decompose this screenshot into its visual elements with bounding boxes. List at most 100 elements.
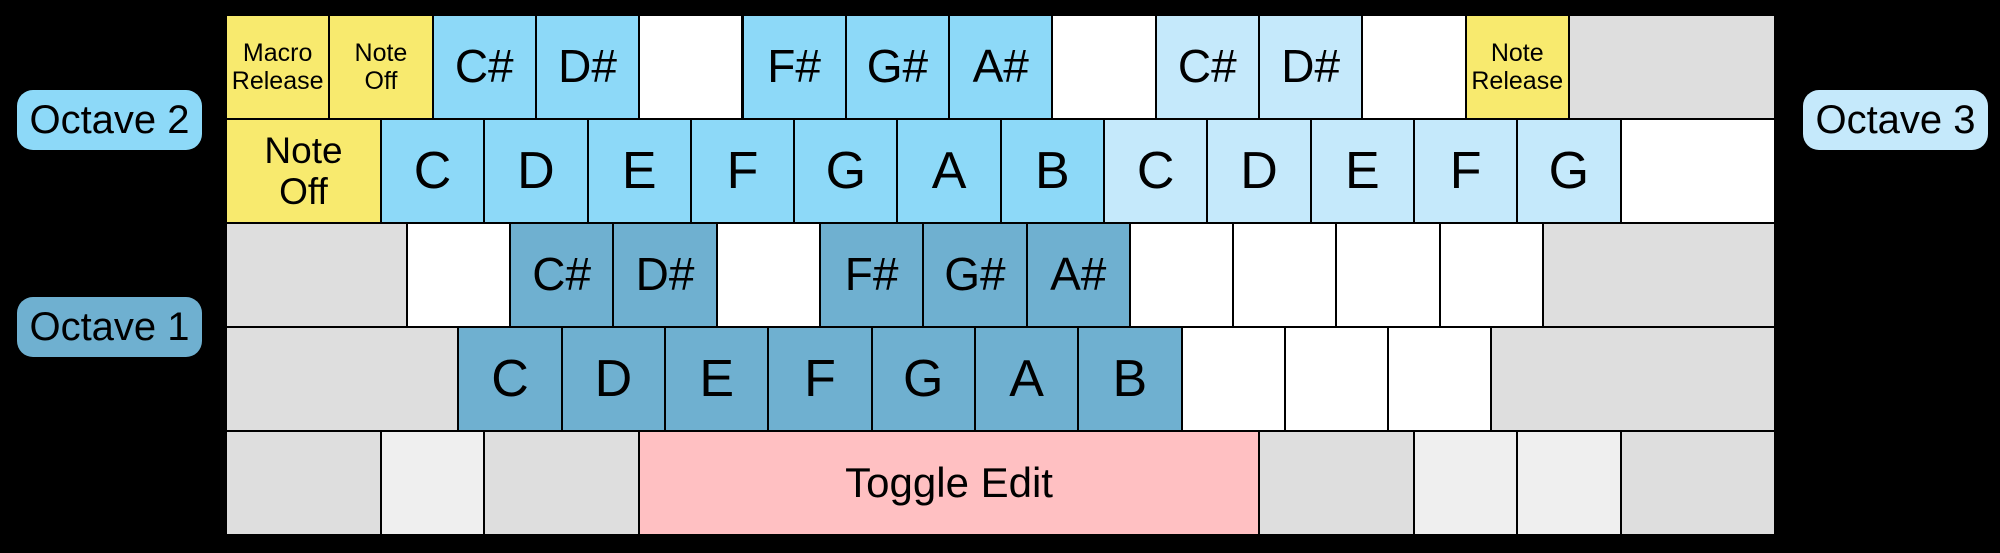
key-label: D#: [1281, 40, 1341, 93]
key-label: G: [1548, 141, 1590, 200]
key-label: F: [1449, 141, 1482, 200]
octave-2-label: Octave 2: [17, 90, 202, 150]
key-blank-light-gray: [380, 431, 485, 535]
key-label: D#: [635, 248, 695, 301]
key-csharp-octave2: C#: [432, 15, 536, 119]
key-blank-white: [1620, 119, 1776, 223]
key-label: Release: [231, 67, 324, 95]
key-label: Macro: [242, 39, 313, 67]
key-label: F#: [767, 40, 821, 93]
key-blank-white: [639, 15, 743, 119]
key-toggle-edit: Toggle Edit: [639, 431, 1259, 535]
key-g-octave1: G: [871, 327, 975, 431]
key-b-octave1: B: [1078, 327, 1182, 431]
key-d-octave1: D: [561, 327, 666, 431]
key-label: C: [491, 349, 529, 408]
key-label: A#: [1050, 248, 1107, 301]
key-label: D: [517, 141, 555, 200]
key-label: D: [594, 349, 633, 408]
key-label: Toggle Edit: [845, 459, 1053, 507]
key-blank-light-gray: [1413, 431, 1518, 535]
key-label: C#: [532, 248, 592, 301]
key-label: Note: [354, 39, 408, 67]
key-label: Note: [264, 129, 343, 171]
key-e-octave1: E: [665, 327, 769, 431]
key-blank-gray: [1259, 431, 1414, 535]
key-label: A: [931, 141, 967, 200]
key-dsharp-octave2: D#: [535, 15, 640, 119]
key-label: D: [1240, 141, 1278, 200]
key-label: G#: [866, 40, 929, 93]
key-blank-white: [1233, 223, 1337, 327]
key-blank-white: [1362, 15, 1466, 119]
key-blank-gray: [226, 431, 381, 535]
octave-1-label: Octave 1: [17, 297, 202, 357]
key-blank-white: [1439, 223, 1544, 327]
key-label: D#: [558, 40, 617, 93]
key-label: C: [1136, 141, 1175, 200]
key-asharp-octave2: A#: [949, 15, 1053, 119]
key-blank-gray: [1620, 431, 1776, 535]
key-blank-white: [1284, 327, 1389, 431]
key-blank-gray: [1491, 327, 1776, 431]
key-fsharp-octave1: F#: [819, 223, 924, 327]
key-csharp-octave1: C#: [510, 223, 614, 327]
key-blank-gray: [1568, 15, 1776, 119]
key-blank-white: [1336, 223, 1440, 327]
key-asharp-octave1: A#: [1026, 223, 1130, 327]
key-label: B: [1035, 141, 1070, 200]
key-label: C: [413, 141, 452, 200]
key-blank-gray: [226, 223, 407, 327]
key-d-octave2: D: [484, 119, 588, 223]
key-blank-white: [406, 223, 511, 327]
key-blank-white: [1388, 327, 1492, 431]
key-label: A: [1009, 349, 1044, 408]
key-f-octave3: F: [1413, 119, 1518, 223]
key-label: F#: [844, 248, 899, 301]
key-label: F: [804, 349, 836, 408]
key-dsharp-octave3: D#: [1259, 15, 1363, 119]
key-blank-gray: [226, 327, 459, 431]
key-label: E: [1344, 141, 1380, 200]
key-label: G: [903, 349, 944, 408]
key-gsharp-octave1: G#: [923, 223, 1027, 327]
key-blank-white: [1052, 15, 1156, 119]
key-label: C#: [454, 40, 514, 93]
key-b-octave2: B: [1000, 119, 1105, 223]
key-e-octave3: E: [1310, 119, 1414, 223]
key-c-octave1: C: [458, 327, 562, 431]
key-label: G#: [944, 248, 1006, 301]
key-gsharp-octave2: G#: [845, 15, 950, 119]
key-label: Release: [1471, 67, 1564, 95]
key-label: G: [825, 141, 867, 200]
key-label: E: [621, 141, 657, 200]
key-label: Off: [279, 171, 328, 212]
key-csharp-octave3: C#: [1155, 15, 1259, 119]
key-label: F: [726, 141, 759, 200]
key-f-octave2: F: [690, 119, 795, 223]
key-label: Off: [364, 67, 398, 95]
key-d-octave3: D: [1207, 119, 1311, 223]
key-dsharp-octave1: D#: [613, 223, 717, 327]
key-blank-white: [1129, 223, 1234, 327]
key-label: Note: [1490, 39, 1544, 67]
key-e-octave2: E: [587, 119, 691, 223]
key-blank-gray: [1543, 223, 1776, 327]
key-label: A#: [972, 40, 1029, 93]
key-g-octave2: G: [794, 119, 898, 223]
key-blank-light-gray: [1517, 431, 1621, 535]
key-label: B: [1112, 349, 1148, 408]
octave-3-label: Octave 3: [1803, 90, 1988, 150]
key-c-octave3: C: [1104, 119, 1208, 223]
key-c-octave2: C: [380, 119, 485, 223]
key-blank-gray: [484, 431, 640, 535]
key-f-octave1: F: [768, 327, 872, 431]
key-label: E: [699, 349, 734, 408]
key-blank-white: [716, 223, 820, 327]
key-fsharp-octave2: F#: [742, 15, 846, 119]
